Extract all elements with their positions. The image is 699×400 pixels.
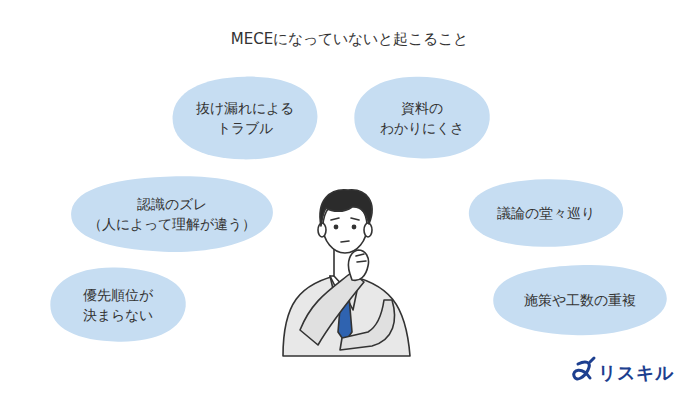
speech-blob: 資料の わかりにくさ bbox=[350, 75, 494, 161]
blob-text: 資料の わかりにくさ bbox=[372, 98, 472, 139]
blob-text: 優先順位が 決まらない bbox=[68, 285, 168, 326]
blob-shape bbox=[46, 266, 190, 344]
blob-text: 認識のズレ （人によって理解が違う） bbox=[87, 194, 257, 235]
thinking-person bbox=[283, 190, 410, 356]
speech-blob: 抜け漏れによる トラブル bbox=[168, 74, 322, 162]
blob-fill bbox=[469, 179, 623, 247]
speech-blob: 議論の堂々巡り bbox=[464, 177, 628, 249]
blob-fill bbox=[493, 265, 667, 335]
speech-blob: 施策や工数の重複 bbox=[488, 262, 672, 338]
blob-text: 抜け漏れによる トラブル bbox=[190, 98, 300, 139]
blob-shape bbox=[350, 75, 494, 161]
blob-fill bbox=[173, 77, 318, 160]
blob-fill bbox=[50, 268, 186, 342]
blob-fill bbox=[71, 176, 273, 252]
diagram-title: MECEになっていないと起こること bbox=[0, 30, 699, 49]
speech-blob: 優先順位が 決まらない bbox=[46, 266, 190, 344]
blob-text: 施策や工数の重複 bbox=[510, 290, 650, 310]
blob-shape bbox=[65, 173, 279, 255]
blob-text: 議論の堂々巡り bbox=[486, 203, 606, 223]
logo-text: リスキル bbox=[598, 361, 674, 385]
blob-fill bbox=[354, 77, 490, 159]
logo-icon bbox=[574, 358, 594, 379]
blob-shape bbox=[168, 74, 322, 162]
speech-blob: 認識のズレ （人によって理解が違う） bbox=[65, 173, 279, 255]
